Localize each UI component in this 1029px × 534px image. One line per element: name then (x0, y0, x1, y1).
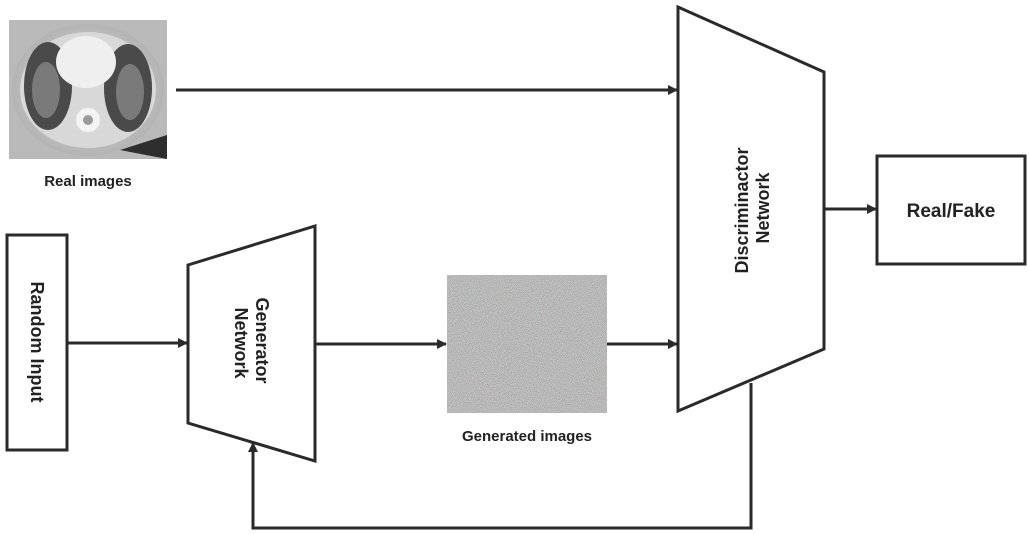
feedback-arrow (248, 383, 753, 530)
discriminator-network-block (676, 4, 826, 414)
generated-noise-image (447, 275, 607, 413)
generator-network-label: Generator Network (231, 297, 272, 388)
random-input-box (5, 233, 69, 452)
random-input-label: Random Input (27, 282, 47, 403)
discriminator-network-label: Discriminactor Network (732, 142, 773, 273)
discriminator-label-line1: Discriminactor (732, 147, 752, 273)
generated-images-caption: Generated images (462, 428, 592, 445)
generator-network-block (186, 223, 317, 464)
real-images-caption: Real images (44, 173, 132, 190)
real-ct-image (9, 20, 167, 159)
real-fake-output-box (875, 154, 1027, 266)
generator-label-line2: Network (231, 307, 251, 379)
generator-label-line1: Generator (252, 297, 272, 383)
real-fake-label: Real/Fake (907, 201, 996, 222)
discriminator-label-line2: Network (753, 172, 773, 244)
